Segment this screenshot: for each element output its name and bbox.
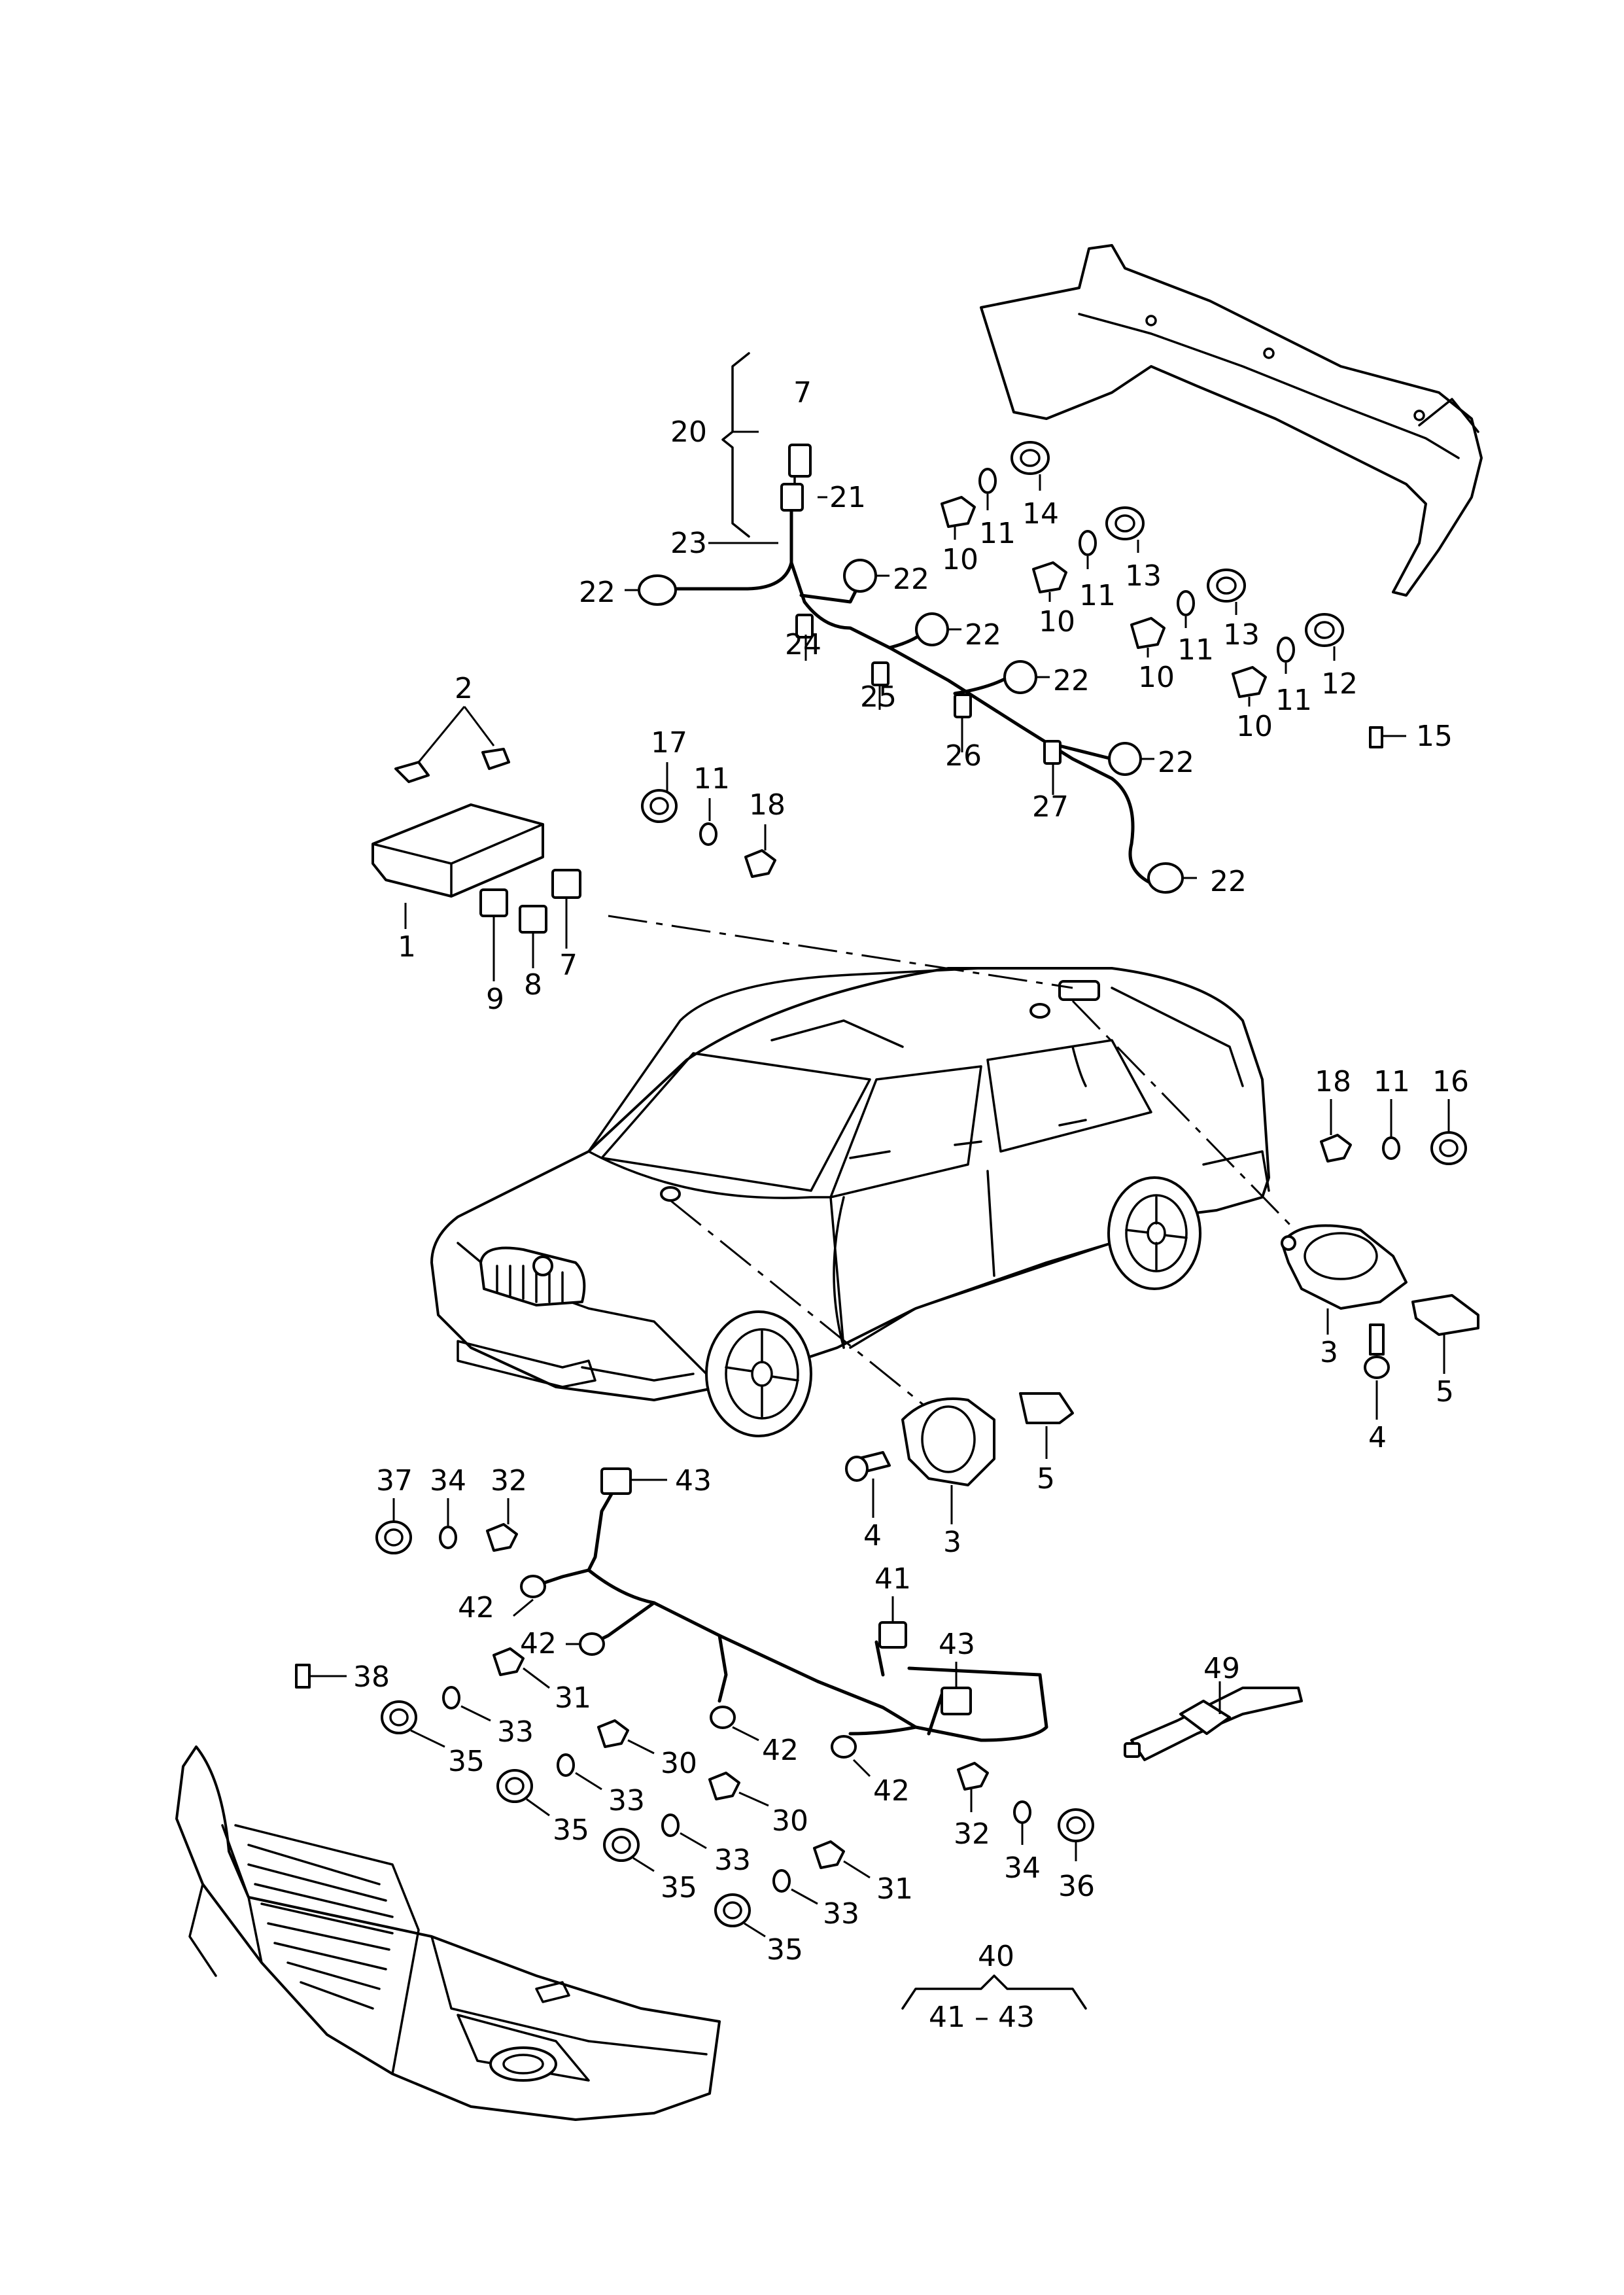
front-buzzer <box>845 1392 1074 1524</box>
label-14: 14 <box>1022 497 1059 531</box>
label-22: 22 <box>1210 865 1247 898</box>
label-11: 11 <box>1177 633 1214 667</box>
label-22: 22 <box>965 618 1001 652</box>
leader-rear-buzzer <box>1071 1000 1296 1231</box>
cable-tie <box>1124 1681 1303 1761</box>
label-33: 33 <box>823 1897 859 1931</box>
front-sensor-spares <box>375 1498 518 1554</box>
label-22: 22 <box>579 576 615 609</box>
front-bumper <box>175 1745 721 2121</box>
label-10: 10 <box>1236 710 1273 743</box>
label-34: 34 <box>1004 1851 1041 1885</box>
label-2: 2 <box>455 672 473 705</box>
label-4: 4 <box>863 1519 882 1552</box>
label-42: 42 <box>458 1591 494 1624</box>
label-35: 35 <box>448 1745 485 1778</box>
label-33: 33 <box>497 1715 534 1749</box>
label-22: 22 <box>1053 664 1090 697</box>
label-10: 10 <box>1138 661 1175 694</box>
rear-parking-sensors <box>941 441 1406 748</box>
label-25: 25 <box>860 680 897 714</box>
label-49: 49 <box>1203 1652 1240 1685</box>
callout-labels: 20 7 21 23 22 22 24 22 25 22 26 22 27 22… <box>353 376 1469 2034</box>
label-10: 10 <box>1039 605 1075 639</box>
label-13: 13 <box>1223 618 1260 652</box>
label-22: 22 <box>893 563 929 596</box>
label-43: 43 <box>675 1464 712 1498</box>
label-31: 31 <box>555 1681 591 1715</box>
label-11: 11 <box>1079 579 1116 612</box>
label-35: 35 <box>661 1871 697 1904</box>
rear-buzzer <box>1281 1224 1479 1420</box>
note-box-38 <box>295 1664 311 1689</box>
label-30: 30 <box>772 1804 808 1838</box>
label-7: 7 <box>793 376 812 410</box>
label-42: 42 <box>873 1774 910 1808</box>
label-3: 3 <box>1320 1336 1338 1369</box>
car-body <box>430 967 1270 1437</box>
label-35: 35 <box>553 1813 589 1847</box>
label-37: 37 <box>376 1464 413 1498</box>
label-32: 32 <box>491 1464 527 1498</box>
label-17: 17 <box>651 726 687 760</box>
label-38: 38 <box>353 1660 390 1694</box>
label-1: 1 <box>398 930 416 964</box>
label-43: 43 <box>939 1628 975 1661</box>
front-wiring-harness <box>513 1467 1048 1778</box>
label-35: 35 <box>767 1933 803 1967</box>
label-23: 23 <box>670 527 707 560</box>
label-33: 33 <box>714 1844 751 1877</box>
label-22: 22 <box>1158 746 1194 779</box>
label-3: 3 <box>943 1526 961 1559</box>
label-7: 7 <box>559 949 578 982</box>
rear-wiring-harness <box>625 352 1197 894</box>
rear-bumper <box>980 244 1483 597</box>
label-11: 11 <box>1373 1065 1410 1098</box>
label-8: 8 <box>524 968 542 1002</box>
label-42: 42 <box>762 1734 799 1767</box>
label-30: 30 <box>661 1747 697 1780</box>
label-18: 18 <box>1315 1065 1351 1098</box>
label-41: 41 <box>874 1562 911 1596</box>
label-42: 42 <box>520 1627 557 1660</box>
label-11: 11 <box>979 517 1016 550</box>
label-24: 24 <box>785 628 821 661</box>
label-40: 40 <box>978 1940 1014 1973</box>
front-parking-sensors <box>381 1647 1094 1938</box>
leader-front-buzzer <box>670 1199 942 1421</box>
label-41-43: 41 – 43 <box>929 2001 1035 2034</box>
control-unit <box>371 706 581 981</box>
label-5: 5 <box>1436 1375 1454 1409</box>
label-10: 10 <box>942 543 978 576</box>
label-32: 32 <box>954 1817 990 1851</box>
label-34: 34 <box>430 1464 466 1498</box>
label-21: 21 <box>829 481 866 514</box>
leader-rear <box>608 915 1073 989</box>
label-5: 5 <box>1037 1462 1055 1496</box>
label-26: 26 <box>945 739 982 773</box>
label-13: 13 <box>1125 559 1162 593</box>
rear-sensor-spares <box>1320 1099 1467 1165</box>
label-27: 27 <box>1032 790 1069 824</box>
label-33: 33 <box>608 1784 645 1817</box>
label-20: 20 <box>670 415 707 449</box>
label-15: 15 <box>1416 720 1453 753</box>
label-11: 11 <box>693 762 730 796</box>
label-36: 36 <box>1058 1870 1095 1903</box>
side-sensor-group <box>641 762 776 878</box>
label-9: 9 <box>486 983 504 1016</box>
label-12: 12 <box>1321 667 1358 701</box>
label-4: 4 <box>1368 1421 1387 1454</box>
label-11: 11 <box>1275 684 1312 717</box>
label-31: 31 <box>876 1872 913 1906</box>
kit-bracket <box>901 1974 1087 2010</box>
label-16: 16 <box>1432 1065 1469 1098</box>
label-18: 18 <box>749 788 786 822</box>
